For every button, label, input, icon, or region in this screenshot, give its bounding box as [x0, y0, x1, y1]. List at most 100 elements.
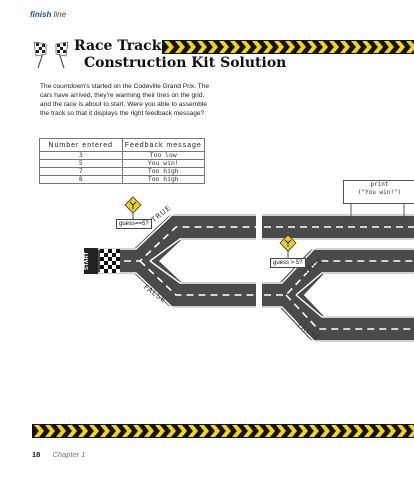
- chevron-stripe: [386, 425, 396, 437]
- checker-square: [104, 261, 108, 265]
- chevron-stripe: [285, 41, 295, 53]
- warning-sign-icon: [124, 196, 142, 226]
- checker-square: [100, 265, 104, 269]
- chevron-stripe: [329, 41, 339, 53]
- chevron-stripe: [34, 425, 44, 437]
- chevron-stripe: [177, 425, 187, 437]
- chevron-stripe: [263, 41, 273, 53]
- checker-square: [116, 257, 120, 261]
- chevron-stripe: [298, 425, 308, 437]
- chevron-stripe: [186, 41, 196, 53]
- chevron-stripe: [287, 425, 297, 437]
- print-line-1: print: [370, 181, 389, 188]
- chevron-stripe: [133, 425, 143, 437]
- chevron-stripe: [232, 425, 242, 437]
- chevron-stripe: [199, 425, 209, 437]
- chevron-stripe: [397, 425, 407, 437]
- chevron-stripe: [364, 425, 374, 437]
- chevron-stripe: [164, 41, 174, 53]
- chevron-stripe: [309, 425, 319, 437]
- print-statement-box: print ("You win!"): [343, 180, 414, 204]
- chevron-stripe: [175, 41, 185, 53]
- section-header-rest: line: [53, 10, 67, 19]
- chapter-label: Chapter 1: [52, 450, 86, 459]
- intro-paragraph: The countdown's started on the Codeville…: [40, 83, 210, 117]
- section-header: finish line: [30, 10, 66, 19]
- chevron-stripe: [144, 425, 154, 437]
- chevron-stripe: [340, 41, 350, 53]
- chevron-banner-top: [162, 40, 414, 54]
- chevron-stripe: [78, 425, 88, 437]
- chevron-stripe: [230, 41, 240, 53]
- chevron-stripe: [197, 41, 207, 53]
- table-cell: Too high: [121, 175, 205, 184]
- chevron-stripe: [56, 425, 66, 437]
- page-number: 18: [32, 450, 41, 459]
- chevron-stripe: [67, 425, 77, 437]
- checker-square: [112, 269, 116, 273]
- chevron-stripe: [406, 41, 414, 53]
- track-center-lines: [100, 226, 414, 330]
- chevron-stripe: [111, 425, 121, 437]
- chevron-stripe: [318, 41, 328, 53]
- checker-square: [108, 257, 112, 261]
- checkered-flags-icon: [33, 41, 69, 69]
- start-grid: [84, 248, 120, 274]
- chevron-stripe: [375, 425, 385, 437]
- print-line-2: ("You win!"): [357, 189, 402, 196]
- chevron-stripe: [351, 41, 361, 53]
- chevron-stripe: [342, 425, 352, 437]
- chevron-stripe: [395, 41, 405, 53]
- checker-square: [116, 265, 120, 269]
- page-footer: 18 Chapter 1: [32, 450, 85, 459]
- chevron-stripe: [408, 425, 414, 437]
- chevron-stripe: [155, 425, 165, 437]
- chevron-stripe: [274, 41, 284, 53]
- chevron-stripe: [373, 41, 383, 53]
- track-road: [84, 214, 414, 342]
- chevron-stripe: [307, 41, 317, 53]
- chevron-stripe: [276, 425, 286, 437]
- checker-square: [104, 269, 108, 273]
- chevron-banner-bottom: [32, 424, 414, 438]
- chevron-stripe: [243, 425, 253, 437]
- chevron-stripe: [331, 425, 341, 437]
- title-line-2: Construction Kit Solution: [84, 55, 287, 71]
- chevron-stripe: [384, 41, 394, 53]
- chevron-stripe: [45, 425, 55, 437]
- checker-square: [112, 261, 116, 265]
- track-divider: [258, 200, 261, 350]
- chevron-stripe: [353, 425, 363, 437]
- checker-square: [116, 249, 120, 253]
- checker-square: [112, 253, 116, 257]
- chevron-stripe: [254, 425, 264, 437]
- chevron-stripe: [89, 425, 99, 437]
- chevron-stripe: [208, 41, 218, 53]
- checker-square: [100, 257, 104, 261]
- chevron-stripe: [320, 425, 330, 437]
- feedback-table: Number entered Feedback message 3 Too lo…: [39, 138, 205, 184]
- section-header-bold: finish: [30, 10, 52, 19]
- checker-square: [104, 253, 108, 257]
- chevron-stripe: [219, 41, 229, 53]
- chevron-stripe: [100, 425, 110, 437]
- chevron-stripe: [122, 425, 132, 437]
- chevron-stripe: [188, 425, 198, 437]
- chevron-stripe: [296, 41, 306, 53]
- start-label: START: [84, 252, 90, 270]
- chevron-stripe: [221, 425, 231, 437]
- condition-label-equals: guess==5?: [116, 219, 152, 229]
- page-title: Race Track Construction Kit Solution: [74, 38, 286, 72]
- checker-square: [108, 265, 112, 269]
- chevron-stripe: [265, 425, 275, 437]
- table-row: 8 Too high: [39, 175, 205, 184]
- checker-square: [108, 249, 112, 253]
- chevron-stripe: [166, 425, 176, 437]
- checker-square: [100, 249, 104, 253]
- chevron-stripe: [241, 41, 251, 53]
- chevron-stripe: [362, 41, 372, 53]
- chevron-stripe: [252, 41, 262, 53]
- title-line-1: Race Track: [74, 38, 162, 54]
- condition-label-greater: guess > 5?: [270, 258, 306, 268]
- chevron-stripe: [210, 425, 220, 437]
